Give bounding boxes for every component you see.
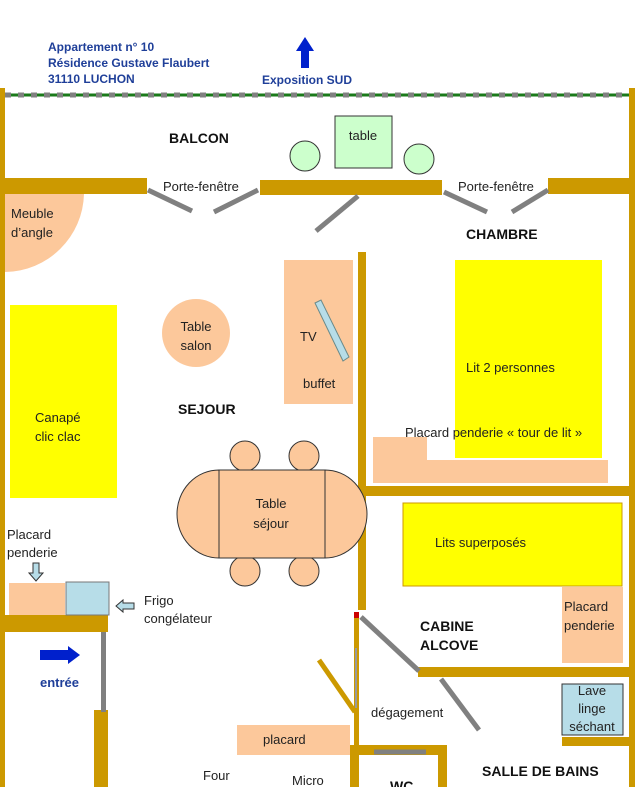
- bedside-wardrobe-label: Placard penderie « tour de lit »: [405, 425, 582, 440]
- fridge-label-2: congélateur: [144, 611, 213, 626]
- bedside-wardrobe: [373, 437, 608, 483]
- exposure-arrow-icon: [296, 37, 314, 68]
- corner-cabinet-label-1: Meuble: [11, 206, 54, 221]
- bunk-beds: [402, 502, 623, 587]
- washer-dryer: [561, 683, 624, 736]
- fridge-label-1: Frigo: [144, 593, 174, 608]
- cupboard: [237, 725, 350, 755]
- right-wardrobe: [562, 587, 623, 663]
- balcony-chair: [289, 140, 321, 172]
- down-arrow-icon: [27, 562, 45, 582]
- cupboard-label: placard: [263, 732, 306, 747]
- washer-label-2: linge: [578, 701, 605, 716]
- tv-label: TV: [300, 329, 317, 344]
- room-balcon: BALCON: [169, 130, 229, 146]
- left-arrow-icon: [115, 598, 135, 614]
- tv: [314, 299, 350, 362]
- sofa-bed: [10, 305, 117, 498]
- sofa-label-1: Canapé: [35, 410, 81, 425]
- doors: [146, 187, 550, 755]
- entrance-door: [101, 632, 106, 712]
- double-bed: [455, 260, 602, 458]
- washer-label-1: Lave: [578, 683, 606, 698]
- corner-cabinet-label-2: d’angle: [11, 225, 53, 240]
- room-degagement: dégagement: [371, 705, 444, 720]
- washer-label-3: séchant: [569, 719, 615, 734]
- double-bed-label: Lit 2 personnes: [466, 360, 555, 375]
- sofa-label-2: clic clac: [35, 429, 81, 444]
- room-wc: WC: [390, 778, 413, 787]
- dining-table-label-2: séjour: [253, 516, 289, 531]
- right-wardrobe-label-1: Placard: [564, 599, 608, 614]
- door-stop: [354, 612, 359, 618]
- exposure-label: Exposition SUD: [262, 73, 352, 87]
- balcony-table-label: table: [349, 128, 377, 143]
- right-wardrobe-label-2: penderie: [564, 618, 615, 633]
- microwave-label: Micro: [292, 773, 324, 787]
- balcony-chair: [403, 143, 435, 175]
- coffee-table: [162, 299, 230, 367]
- address-line-3: 31110 LUCHON: [48, 72, 135, 86]
- cupboard-door: [316, 658, 358, 714]
- room-chambre: CHAMBRE: [466, 226, 538, 242]
- address-line-1: Appartement n° 10: [48, 40, 154, 54]
- left-wardrobe-label-2: penderie: [7, 545, 58, 560]
- left-wardrobe: [9, 583, 65, 615]
- entrance-arrow-icon: [40, 646, 80, 664]
- coffee-table-label-1: Table: [180, 319, 211, 334]
- buffet: [284, 260, 353, 404]
- dining-table-label-1: Table: [255, 496, 286, 511]
- room-cabine: CABINE: [420, 618, 474, 634]
- dining-table: [176, 440, 368, 587]
- corner-cabinet: [5, 194, 84, 272]
- bunk-beds-label: Lits superposés: [435, 535, 527, 550]
- entrance-label: entrée: [40, 675, 79, 690]
- coffee-table-label-2: salon: [180, 338, 211, 353]
- room-sejour: SEJOUR: [178, 401, 236, 417]
- left-wardrobe-label-1: Placard: [7, 527, 51, 542]
- porte-fenetre-left: Porte-fenêtre: [163, 179, 239, 194]
- room-alcove: ALCOVE: [420, 637, 478, 653]
- oven-label: Four: [203, 768, 230, 783]
- fridge: [65, 581, 110, 616]
- room-salle-de-bains: SALLE DE BAINS: [482, 763, 599, 779]
- balcony-table: [334, 115, 393, 169]
- address-line-2: Résidence Gustave Flaubert: [48, 56, 209, 70]
- porte-fenetre-right: Porte-fenêtre: [458, 179, 534, 194]
- buffet-label: buffet: [303, 376, 336, 391]
